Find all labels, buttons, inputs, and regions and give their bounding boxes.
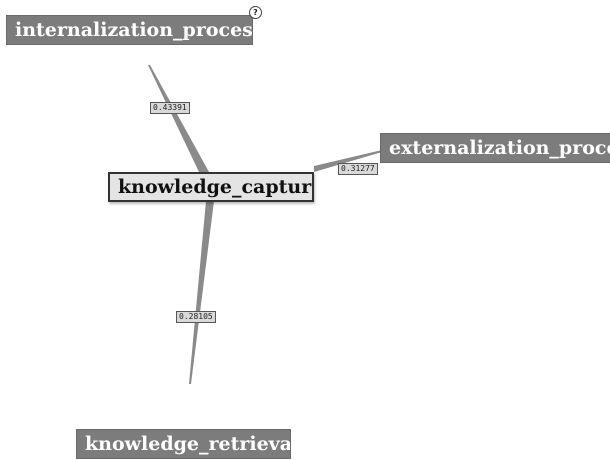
node-knowledge-capture[interactable]: knowledge_capture [108,172,314,202]
help-icon[interactable]: ? [249,6,262,19]
node-internalization-process[interactable]: internalization_process [6,15,253,45]
node-knowledge-retrieval[interactable]: knowledge_retrieval [76,429,291,459]
edge-weight-externalization: 0.31277 [338,163,378,175]
edge-internalization [148,65,209,172]
edge-externalization [314,150,382,172]
edge-retrieval [189,201,214,384]
edge-weight-retrieval: 0.28105 [176,311,216,323]
node-externalization-process[interactable]: externalization_process [380,133,610,163]
edge-weight-internalization: 0.43391 [150,102,190,114]
